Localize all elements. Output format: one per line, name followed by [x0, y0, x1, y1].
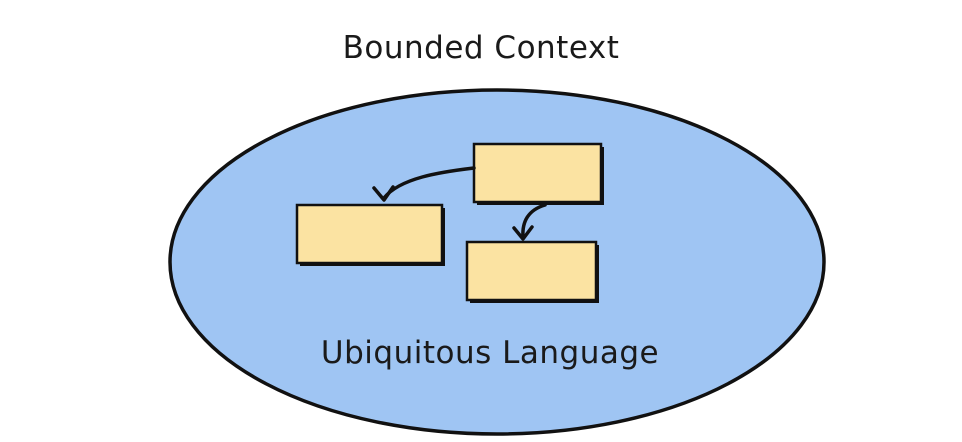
model-box-top-right: [472, 142, 603, 204]
model-box-left: [295, 203, 444, 265]
ubiquitous-language-label: Ubiquitous Language: [320, 335, 660, 371]
model-box-bottom-right: [465, 240, 598, 302]
relationship-arrow-top-to-bottom: [521, 203, 547, 239]
arrowhead-left-icon: [372, 185, 395, 202]
arrowhead-down-icon: [512, 225, 534, 241]
bounded-context-title: Bounded Context: [342, 30, 620, 66]
